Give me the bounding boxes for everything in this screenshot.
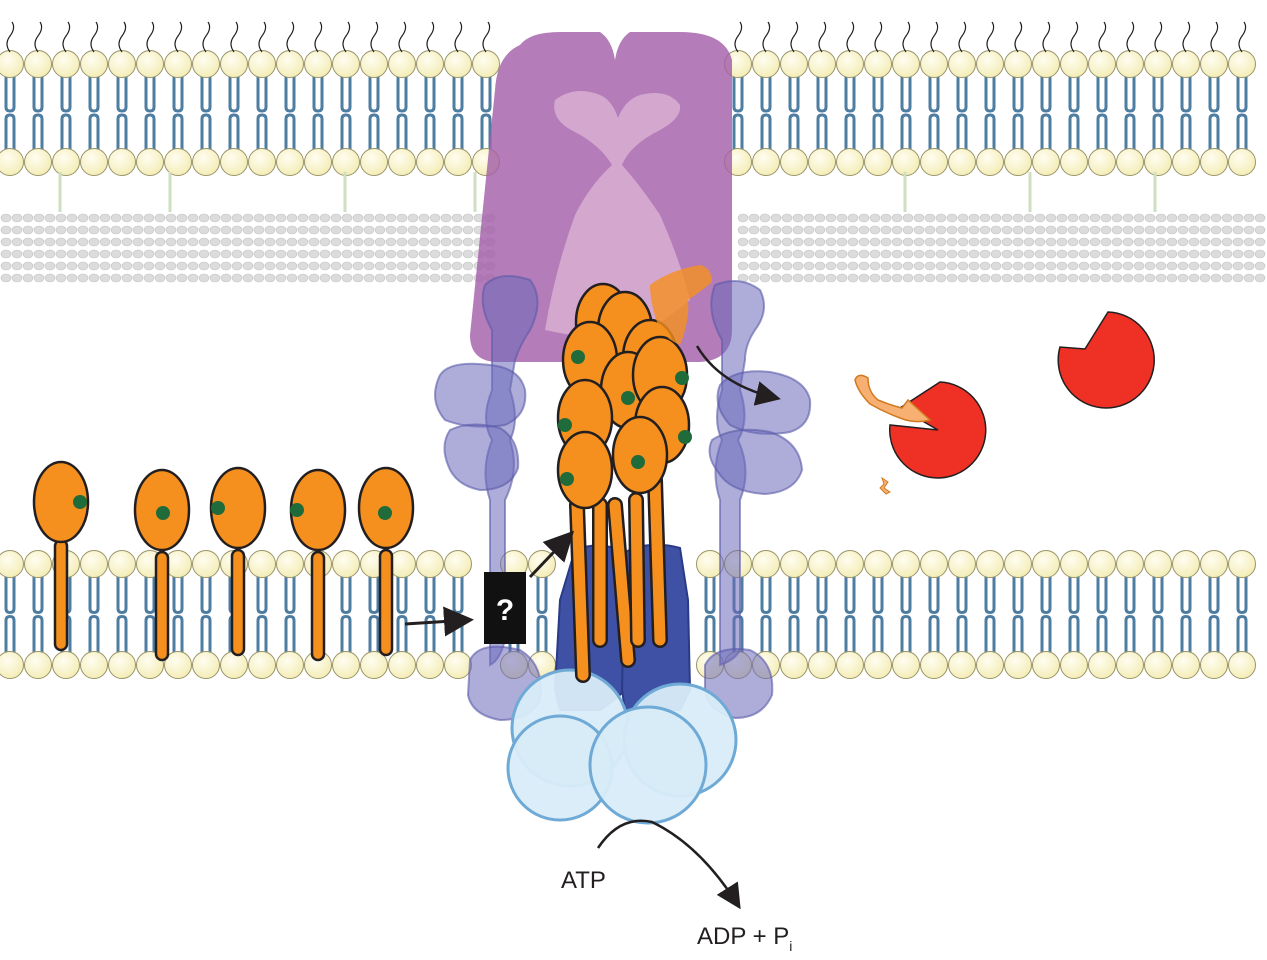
lipid-icon <box>136 21 164 176</box>
lipid-icon <box>248 550 276 679</box>
lipid-icon <box>892 21 920 176</box>
lipid-icon <box>24 550 52 679</box>
lipid-icon <box>0 550 24 679</box>
lipid-icon <box>1144 21 1172 176</box>
lipoprotein-substrate-icon <box>133 468 191 662</box>
lipid-icon <box>416 550 444 679</box>
lipid-icon <box>1144 550 1172 679</box>
lipid-icon <box>1172 21 1200 176</box>
lipid-icon <box>948 550 976 679</box>
lipid-icon <box>108 550 136 679</box>
atp-label: ATP <box>561 867 606 894</box>
lipid-icon <box>192 21 220 176</box>
lipid-icon <box>836 21 864 176</box>
lipid-icon <box>80 21 108 176</box>
lipid-icon <box>276 21 304 176</box>
lipid-icon <box>444 21 472 176</box>
lipid-icon <box>192 550 220 679</box>
lipid-icon <box>332 550 360 679</box>
peptidoglycan-layer <box>0 172 1266 283</box>
lipid-icon <box>1172 550 1200 679</box>
lipid-icon <box>920 21 948 176</box>
question-mark-label: ? <box>496 594 514 627</box>
lipid-icon <box>1116 21 1144 176</box>
peptide-fragment-icon <box>650 265 712 345</box>
lipid-icon <box>0 21 24 176</box>
lipid-icon <box>388 21 416 176</box>
atp-hydrolysis-arrow <box>596 819 741 910</box>
lipid-icon <box>780 21 808 176</box>
lipid-icon <box>416 21 444 176</box>
lipoprotein-substrate-icon <box>611 415 669 495</box>
lipid-icon <box>52 21 80 176</box>
release-arrow <box>695 345 781 406</box>
translocation-arrow <box>404 606 474 637</box>
lipid-icon <box>808 550 836 679</box>
lipid-icon <box>836 550 864 679</box>
lipid-icon <box>80 550 108 679</box>
lipid-icon <box>752 21 780 176</box>
lipoprotein-substrate-icon <box>32 460 90 652</box>
lipoprotein-substrate-icon <box>556 430 614 510</box>
lipid-icon <box>1228 21 1256 176</box>
peptide-fragment-icon <box>854 374 932 423</box>
peptide-fragment-icon <box>879 476 891 495</box>
lipid-icon <box>808 21 836 176</box>
protease-icon <box>889 381 987 479</box>
lipoprotein-substrate-icon <box>289 468 347 662</box>
lipid-icon <box>24 21 52 176</box>
lipid-icon <box>108 21 136 176</box>
lipid-icon <box>388 550 416 679</box>
membrane-substrates <box>32 460 415 662</box>
lipid-icon <box>1228 550 1256 679</box>
lipid-icon <box>444 550 472 679</box>
protease-icon <box>1057 311 1155 409</box>
outer-membrane <box>0 21 1256 176</box>
lipid-icon <box>1060 21 1088 176</box>
lipid-icon <box>780 550 808 679</box>
lipid-icon <box>304 21 332 176</box>
lipid-icon <box>332 21 360 176</box>
lipid-icon <box>220 21 248 176</box>
lipid-icon <box>864 550 892 679</box>
lipoprotein-substrate-icon <box>357 466 415 657</box>
lipid-icon <box>1004 550 1032 679</box>
lipid-icon <box>1004 21 1032 176</box>
lipid-icon <box>892 550 920 679</box>
lipoprotein-substrate-icon <box>209 466 267 657</box>
atpase-complex <box>506 668 738 825</box>
lipid-icon <box>528 550 556 679</box>
lipid-icon <box>1088 21 1116 176</box>
lipid-icon <box>976 21 1004 176</box>
lipid-icon <box>948 21 976 176</box>
adp-pi-label: ADP + Pi <box>697 923 792 954</box>
lipid-icon <box>864 21 892 176</box>
lipid-icon <box>1200 550 1228 679</box>
lipid-icon <box>164 550 192 679</box>
lipid-icon <box>1116 550 1144 679</box>
lipid-icon <box>920 550 948 679</box>
lipid-icon <box>360 21 388 176</box>
lipid-icon <box>1088 550 1116 679</box>
lipid-icon <box>276 550 304 679</box>
lipid-icon <box>164 21 192 176</box>
periplasmic-adaptor-left <box>434 275 542 722</box>
translocating-substrates <box>556 282 692 683</box>
lipid-icon <box>976 550 1004 679</box>
lipid-icon <box>1060 550 1088 679</box>
lipid-icon <box>248 21 276 176</box>
lipid-icon <box>1200 21 1228 176</box>
lipid-icon <box>1032 550 1060 679</box>
export-arrow <box>528 530 575 579</box>
unknown-step-box: ? <box>484 572 526 644</box>
lipid-icon <box>1032 21 1060 176</box>
